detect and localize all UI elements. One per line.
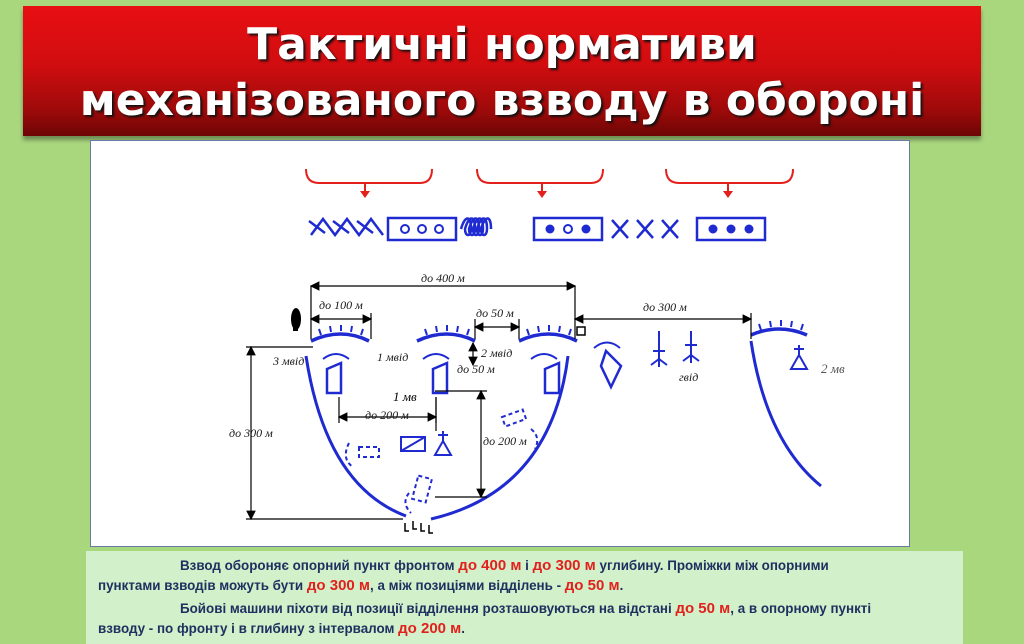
- label-gap-200-h: до 200 м: [365, 408, 409, 422]
- ifv-icons: [325, 348, 623, 395]
- p1-highlight-50: до 50 м: [564, 577, 620, 594]
- platoon-command-post: [400, 431, 453, 456]
- tree-icon: [291, 308, 301, 331]
- p1-text-d: пунктами взводів можуть бути: [98, 578, 307, 593]
- label-gap-300: до 300 м: [643, 300, 687, 314]
- squad-trenches: [310, 327, 808, 343]
- label-gap-50-top: до 50 м: [476, 306, 514, 320]
- p2-text-a: Бойові машини піхоти від позиції відділе…: [180, 601, 676, 616]
- label-squad1: 1 мвід: [377, 350, 408, 364]
- p2-highlight-200: до 200 м: [398, 620, 462, 637]
- label-grenade-squad: гвід: [679, 370, 698, 384]
- label-gap-50-side: до 50 м: [457, 362, 495, 376]
- label-squad3: 3 мвід: [272, 354, 304, 368]
- label-gap-100: до 100 м: [319, 298, 363, 312]
- p2-text-d: .: [461, 621, 466, 636]
- paragraph-1: Взвод обороняє опорний пункт фронтом до …: [86, 556, 963, 596]
- paragraph-2: Бойові машини піхоти від позиції відділе…: [86, 599, 963, 639]
- strongpoint-boundary: [304, 355, 407, 518]
- p2-text-b: , а в опорному пункті: [730, 601, 872, 616]
- label-front-total: до 400 м: [421, 271, 465, 285]
- explanation-box: Взвод обороняє опорний пункт фронтом до …: [86, 551, 963, 644]
- reserve-positions: [344, 408, 539, 514]
- p1-text-a: Взвод обороняє опорний пункт фронтом: [180, 558, 459, 573]
- p2-highlight-50: до 50 м: [675, 600, 731, 617]
- label-gap-200-v: до 200 м: [483, 434, 527, 448]
- label-depth-300: до 300 м: [229, 426, 273, 440]
- red-direction-brackets: [305, 168, 794, 193]
- p1-text-f: .: [619, 578, 624, 593]
- strongpoint-2-boundary: [749, 340, 822, 488]
- p1-text-e: , а між позиціями відділень -: [370, 578, 565, 593]
- obstacle-row: [308, 216, 767, 242]
- slide-title-line1: Тактичні нормативи: [247, 19, 757, 70]
- slide-title-line2: механізованого взводу в обороні: [79, 75, 925, 126]
- platoon2-command-marker: [789, 345, 809, 370]
- p1-text-b: і: [521, 558, 533, 573]
- p1-highlight-300: до 300 м: [532, 557, 596, 574]
- grenade-squad-markers: [650, 331, 700, 367]
- label-platoon1: 1 мв: [393, 389, 417, 404]
- defense-diagram: до 400 м до 100 м до 50 м до 300 м 3 мві…: [90, 140, 910, 547]
- diagram-canvas: до 400 м до 100 м до 50 м до 300 м 3 мві…: [229, 168, 845, 534]
- label-platoon2: 2 мв: [821, 361, 845, 376]
- label-squad2: 2 мвід: [481, 346, 512, 360]
- title-banner: Тактичні нормативи механізованого взводу…: [23, 6, 981, 136]
- p2-text-c: взводу - по фронту і в глибину з інтерва…: [98, 621, 399, 636]
- p1-highlight-300b: до 300 м: [306, 577, 371, 594]
- p1-text-c: углибину. Проміжки між опорними: [595, 558, 829, 573]
- p1-highlight-400: до 400 м: [458, 557, 522, 574]
- rear-marks: [404, 521, 433, 534]
